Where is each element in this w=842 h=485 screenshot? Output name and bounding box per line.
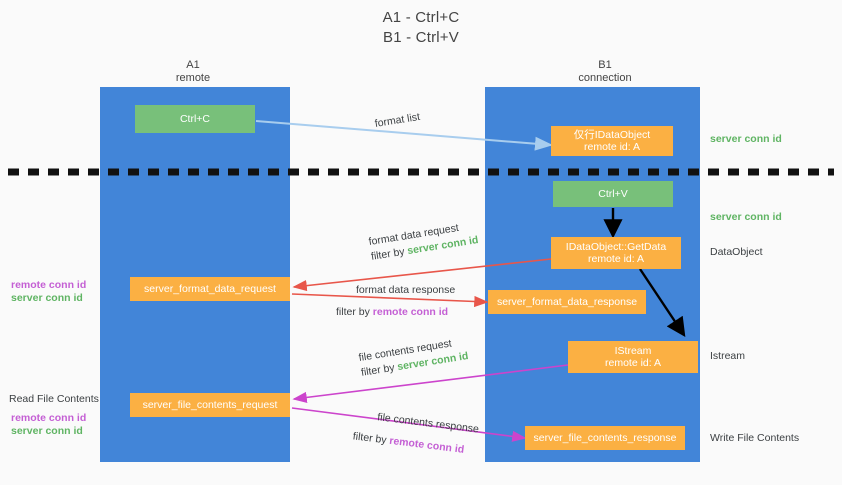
side-label-server-conn-id-2: server conn id — [11, 425, 83, 437]
edge-label-format-data-response-line1: format data response — [356, 284, 456, 296]
edge-label-format-list: format list — [374, 111, 421, 131]
title-line-2: B1 - Ctrl+V — [383, 29, 459, 46]
filter-by-text-4: filter by — [352, 430, 391, 447]
edge-label-format-data-response: format data response filter by remote co… — [336, 284, 456, 319]
box-ctrl-c-label: Ctrl+C — [179, 112, 211, 125]
box-server-file-contents-request-label: server_file_contents_request — [142, 398, 278, 411]
side-label-conn-id-group-2: remote conn id server conn id — [11, 412, 86, 438]
column-left-role: remote — [175, 72, 211, 84]
side-label-write-file-contents: Write File Contents — [710, 432, 800, 444]
side-label-dataobject: DataObject — [710, 246, 763, 258]
box-idataobject[interactable]: 仅行IDataObject remote id: A — [551, 126, 673, 156]
box-server-format-data-request[interactable]: server_format_data_request — [130, 277, 290, 301]
side-label-server-conn-id-1: server conn id — [11, 292, 83, 304]
box-istream-id: remote id: A — [604, 357, 662, 369]
box-istream[interactable]: IStream remote id: A — [568, 341, 698, 373]
edge-label-file-contents-response-line1: file contents response — [376, 411, 480, 436]
box-server-format-data-response-label: server_format_data_response — [496, 295, 638, 308]
side-label-remote-conn-id-1: remote conn id — [11, 279, 87, 291]
conn-id-magenta-2: remote conn id — [388, 434, 465, 456]
side-label-server-conn-id-top: server conn id — [710, 133, 782, 145]
box-server-file-contents-response-label: server_file_contents_response — [533, 431, 677, 444]
box-server-file-contents-request[interactable]: server_file_contents_request — [130, 393, 290, 417]
column-header-right: B1 connection — [545, 59, 665, 85]
edge-label-format-data-request: format data request filter by server con… — [368, 219, 480, 264]
box-server-format-data-request-label: server_format_data_request — [144, 282, 276, 295]
box-server-format-data-response[interactable]: server_format_data_response — [488, 290, 646, 314]
box-server-file-contents-response[interactable]: server_file_contents_response — [525, 426, 685, 450]
box-ctrl-c[interactable]: Ctrl+C — [135, 105, 255, 133]
side-label-istream: Istream — [710, 350, 746, 362]
filter-by-text-2: filter by — [336, 306, 373, 318]
box-getdata-name: IDataObject::GetData — [565, 240, 667, 253]
box-getdata-id: remote id: A — [587, 253, 645, 265]
side-label-remote-conn-id-2: remote conn id — [11, 412, 87, 424]
box-idataobject-getdata[interactable]: IDataObject::GetData remote id: A — [551, 237, 681, 269]
column-left-name: A1 — [186, 59, 200, 71]
conn-id-magenta-1: remote conn id — [372, 306, 449, 318]
box-ctrl-v[interactable]: Ctrl+V — [553, 181, 673, 207]
box-idataobject-id: remote id: A — [583, 141, 641, 153]
box-istream-name: IStream — [614, 344, 652, 357]
side-label-conn-id-group-1: remote conn id server conn id — [11, 279, 86, 305]
column-right-name: B1 — [598, 59, 612, 71]
edge-label-file-contents-response: file contents response filter by remote … — [352, 411, 480, 458]
edge-label-format-list-text: format list — [373, 110, 421, 130]
title-line-1: A1 - Ctrl+C — [382, 9, 460, 26]
box-ctrl-v-label: Ctrl+V — [598, 187, 628, 200]
edge-label-file-contents-request: file contents request filter by server c… — [358, 335, 470, 380]
edge-label-format-data-response-line2: filter by remote conn id — [336, 306, 455, 319]
diagram-title: A1 - Ctrl+C B1 - Ctrl+V — [0, 8, 842, 48]
side-label-server-conn-id-second: server conn id — [710, 211, 782, 223]
edge-label-file-contents-response-line2: filter by remote conn id — [352, 430, 477, 458]
box-idataobject-name: 仅行IDataObject — [573, 128, 651, 141]
column-header-left: A1 remote — [133, 59, 253, 85]
column-right-role: connection — [578, 72, 632, 84]
side-label-read-file-contents: Read File Contents — [9, 393, 99, 405]
